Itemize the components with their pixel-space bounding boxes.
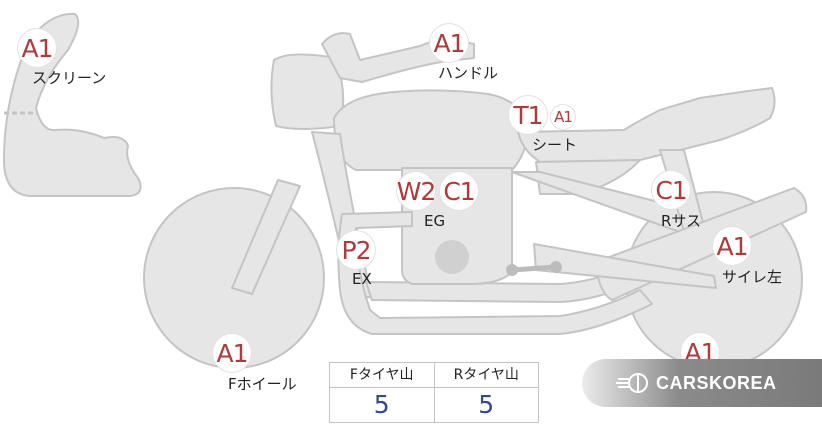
seat-grade-marker: T1 xyxy=(509,96,547,134)
handle-label: ハンドル xyxy=(438,64,499,82)
rear-tire-tread-value: 5 xyxy=(433,388,539,422)
engine-label: EG xyxy=(424,212,446,230)
exhaust-shape xyxy=(337,211,653,335)
handle-grade-marker: A1 xyxy=(430,24,468,62)
front-tire-tread-header: Fタイヤ山 xyxy=(330,363,434,388)
brand-name: CARSKOREA xyxy=(656,372,777,393)
brand-logo-icon xyxy=(616,373,648,393)
rear-suspension-grade-marker: C1 xyxy=(652,171,690,209)
silencer-left-grade-marker: A1 xyxy=(713,227,751,265)
tire-tread-table: Fタイヤ山 Rタイヤ山 5 5 xyxy=(329,362,539,423)
engine-grade-marker-1: W2 xyxy=(397,172,436,210)
seat-grade-marker-secondary: A1 xyxy=(551,105,575,129)
rear-suspension-label: Rサス xyxy=(661,212,702,230)
brand-badge: CARSKOREA xyxy=(582,359,822,407)
silencer-left-label: サイレ左 xyxy=(722,268,783,286)
screen-label: スクリーン xyxy=(32,69,107,87)
front-tire-tread-value: 5 xyxy=(373,390,390,419)
exhaust-grade-marker: P2 xyxy=(337,231,375,269)
tire-tread-value-row: 5 5 xyxy=(330,388,538,422)
engine-grade-marker-2: C1 xyxy=(440,172,478,210)
front-fork-shape xyxy=(231,179,301,295)
fuel-tank-shape xyxy=(333,89,528,171)
seat-label: シート xyxy=(532,136,578,154)
exhaust-label: EX xyxy=(352,270,372,288)
front-wheel-grade-marker: A1 xyxy=(213,334,251,372)
swingarm-shape xyxy=(533,243,717,289)
engine-cover-detail xyxy=(435,240,469,274)
screen-grade-marker: A1 xyxy=(18,29,56,67)
front-wheel-label: Fホイール xyxy=(228,375,297,393)
rear-tire-tread-header: Rタイヤ山 xyxy=(433,363,538,388)
tire-tread-header-row: Fタイヤ山 Rタイヤ山 xyxy=(330,363,538,388)
